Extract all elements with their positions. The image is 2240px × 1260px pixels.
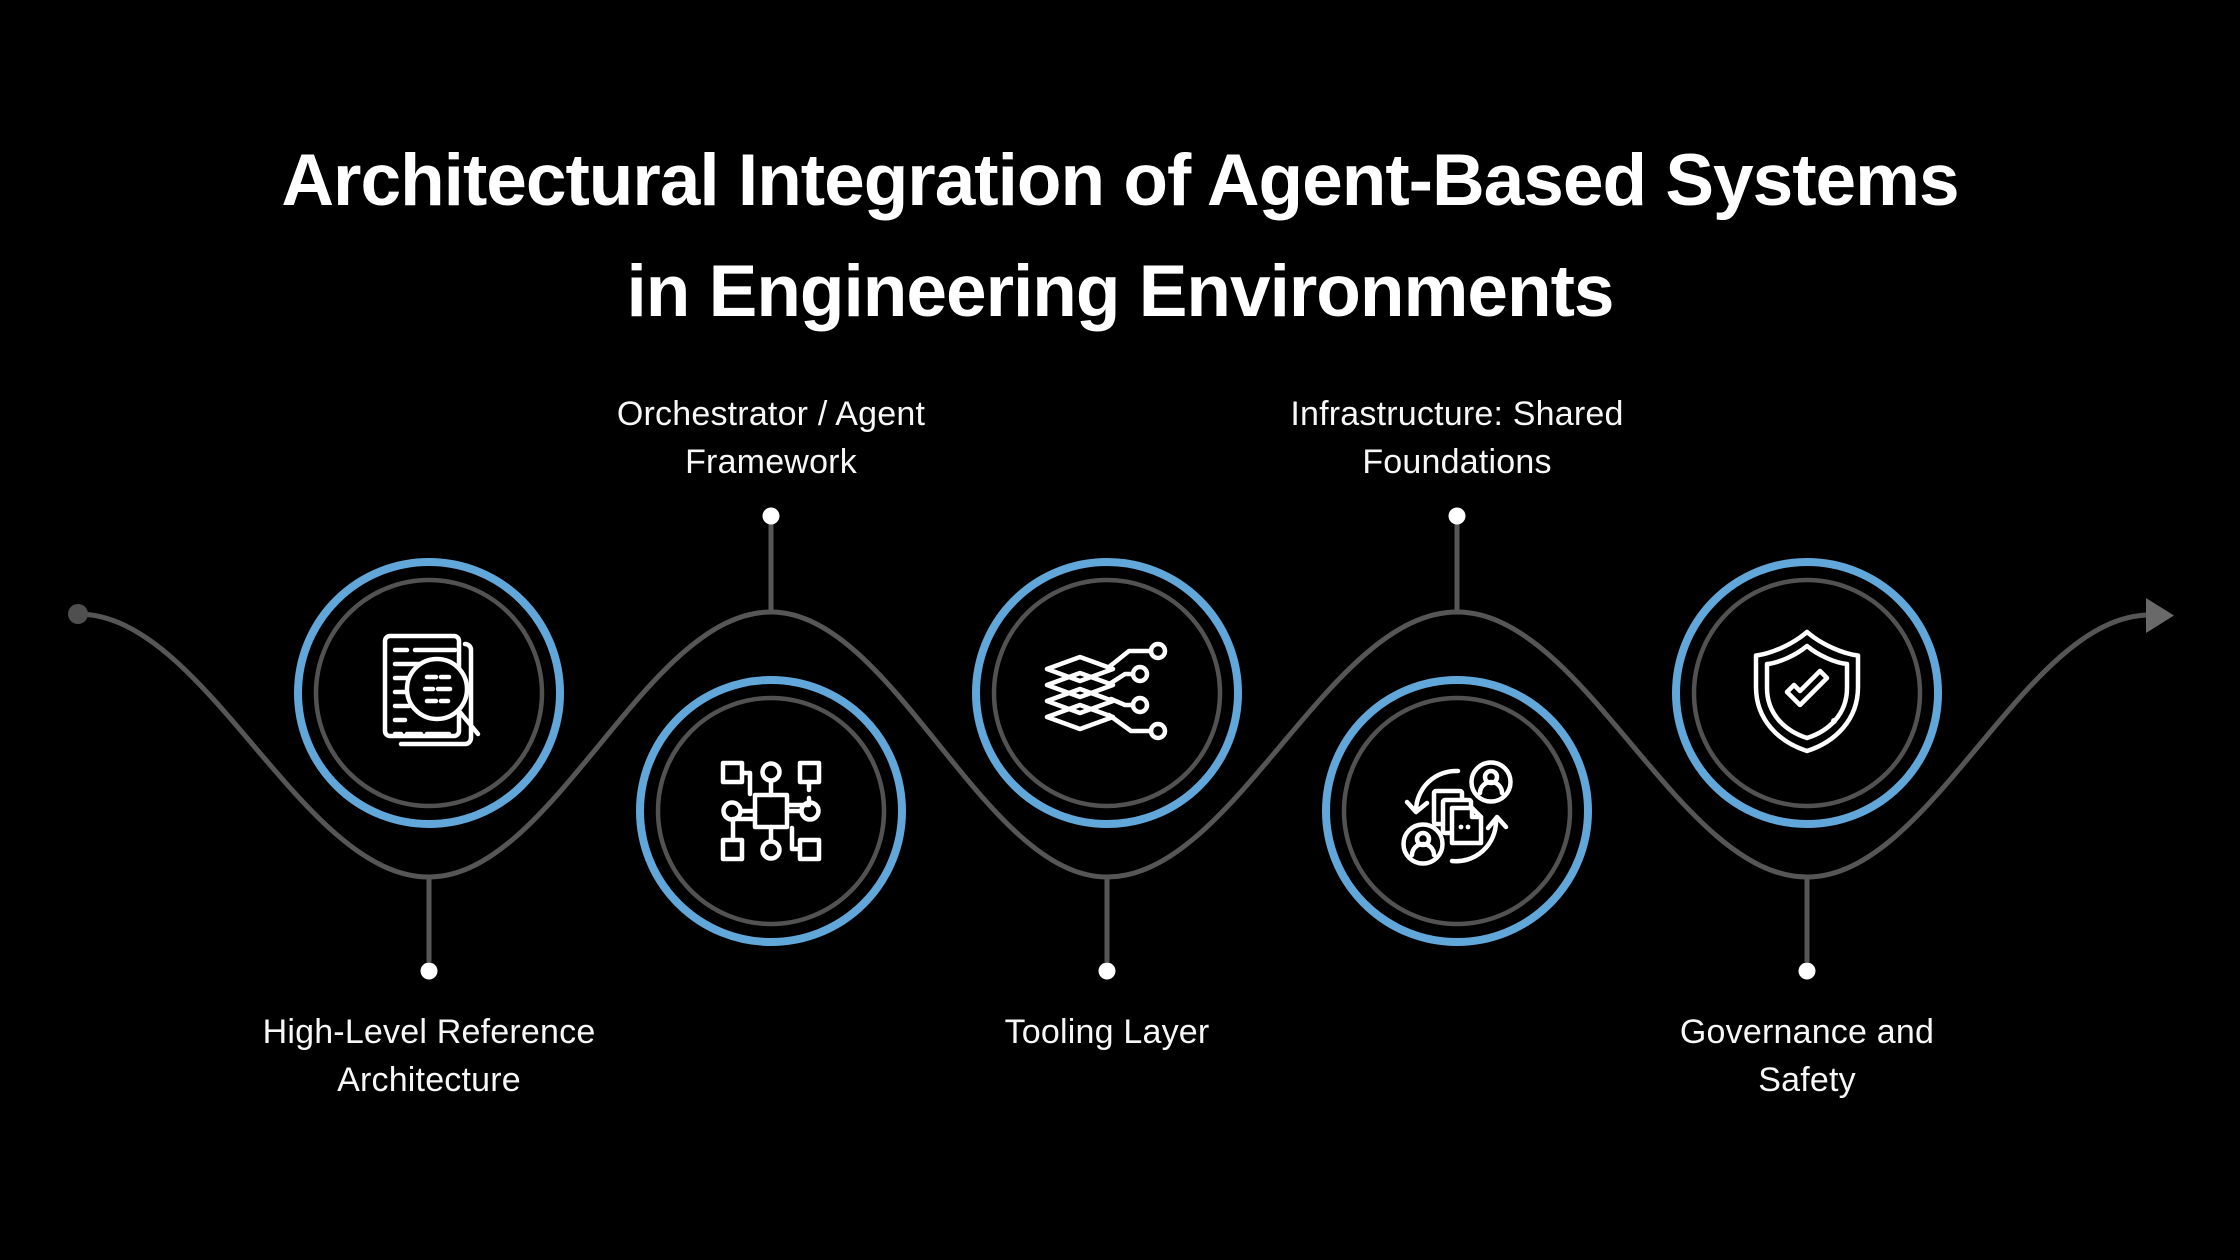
shield-check-icon <box>1753 629 1861 754</box>
node-label-orchestrator-agent-framework: Orchestrator / Agent Framework <box>616 395 926 481</box>
node-tooling-layer <box>972 558 1242 828</box>
timeline-end-arrow-icon <box>2146 598 2174 633</box>
node-orchestrator-agent-framework <box>636 676 906 946</box>
node-label-high-level-reference-architecture: High-Level Reference Architecture <box>262 1013 596 1099</box>
node-label-governance-and-safety: Governance and Safety <box>1679 1013 1935 1099</box>
node-connectors <box>420 507 1816 980</box>
node-high-level-reference-architecture <box>294 558 564 828</box>
node-label-tooling-layer: Tooling Layer <box>1004 1013 1210 1051</box>
node-governance-and-safety <box>1672 558 1942 828</box>
timeline-start-dot <box>68 604 88 624</box>
document-magnifier-icon <box>382 633 481 747</box>
layers-circuit-icon <box>1044 641 1168 741</box>
document-exchange-users-icon <box>1401 760 1513 866</box>
node-label-infrastructure-shared-foundations: Infrastructure: Shared Foundations <box>1290 395 1624 481</box>
page-title: Architectural Integration of Agent-Based… <box>281 139 1959 332</box>
network-hub-icon <box>720 760 822 862</box>
node-infrastructure-shared-foundations <box>1322 676 1592 946</box>
